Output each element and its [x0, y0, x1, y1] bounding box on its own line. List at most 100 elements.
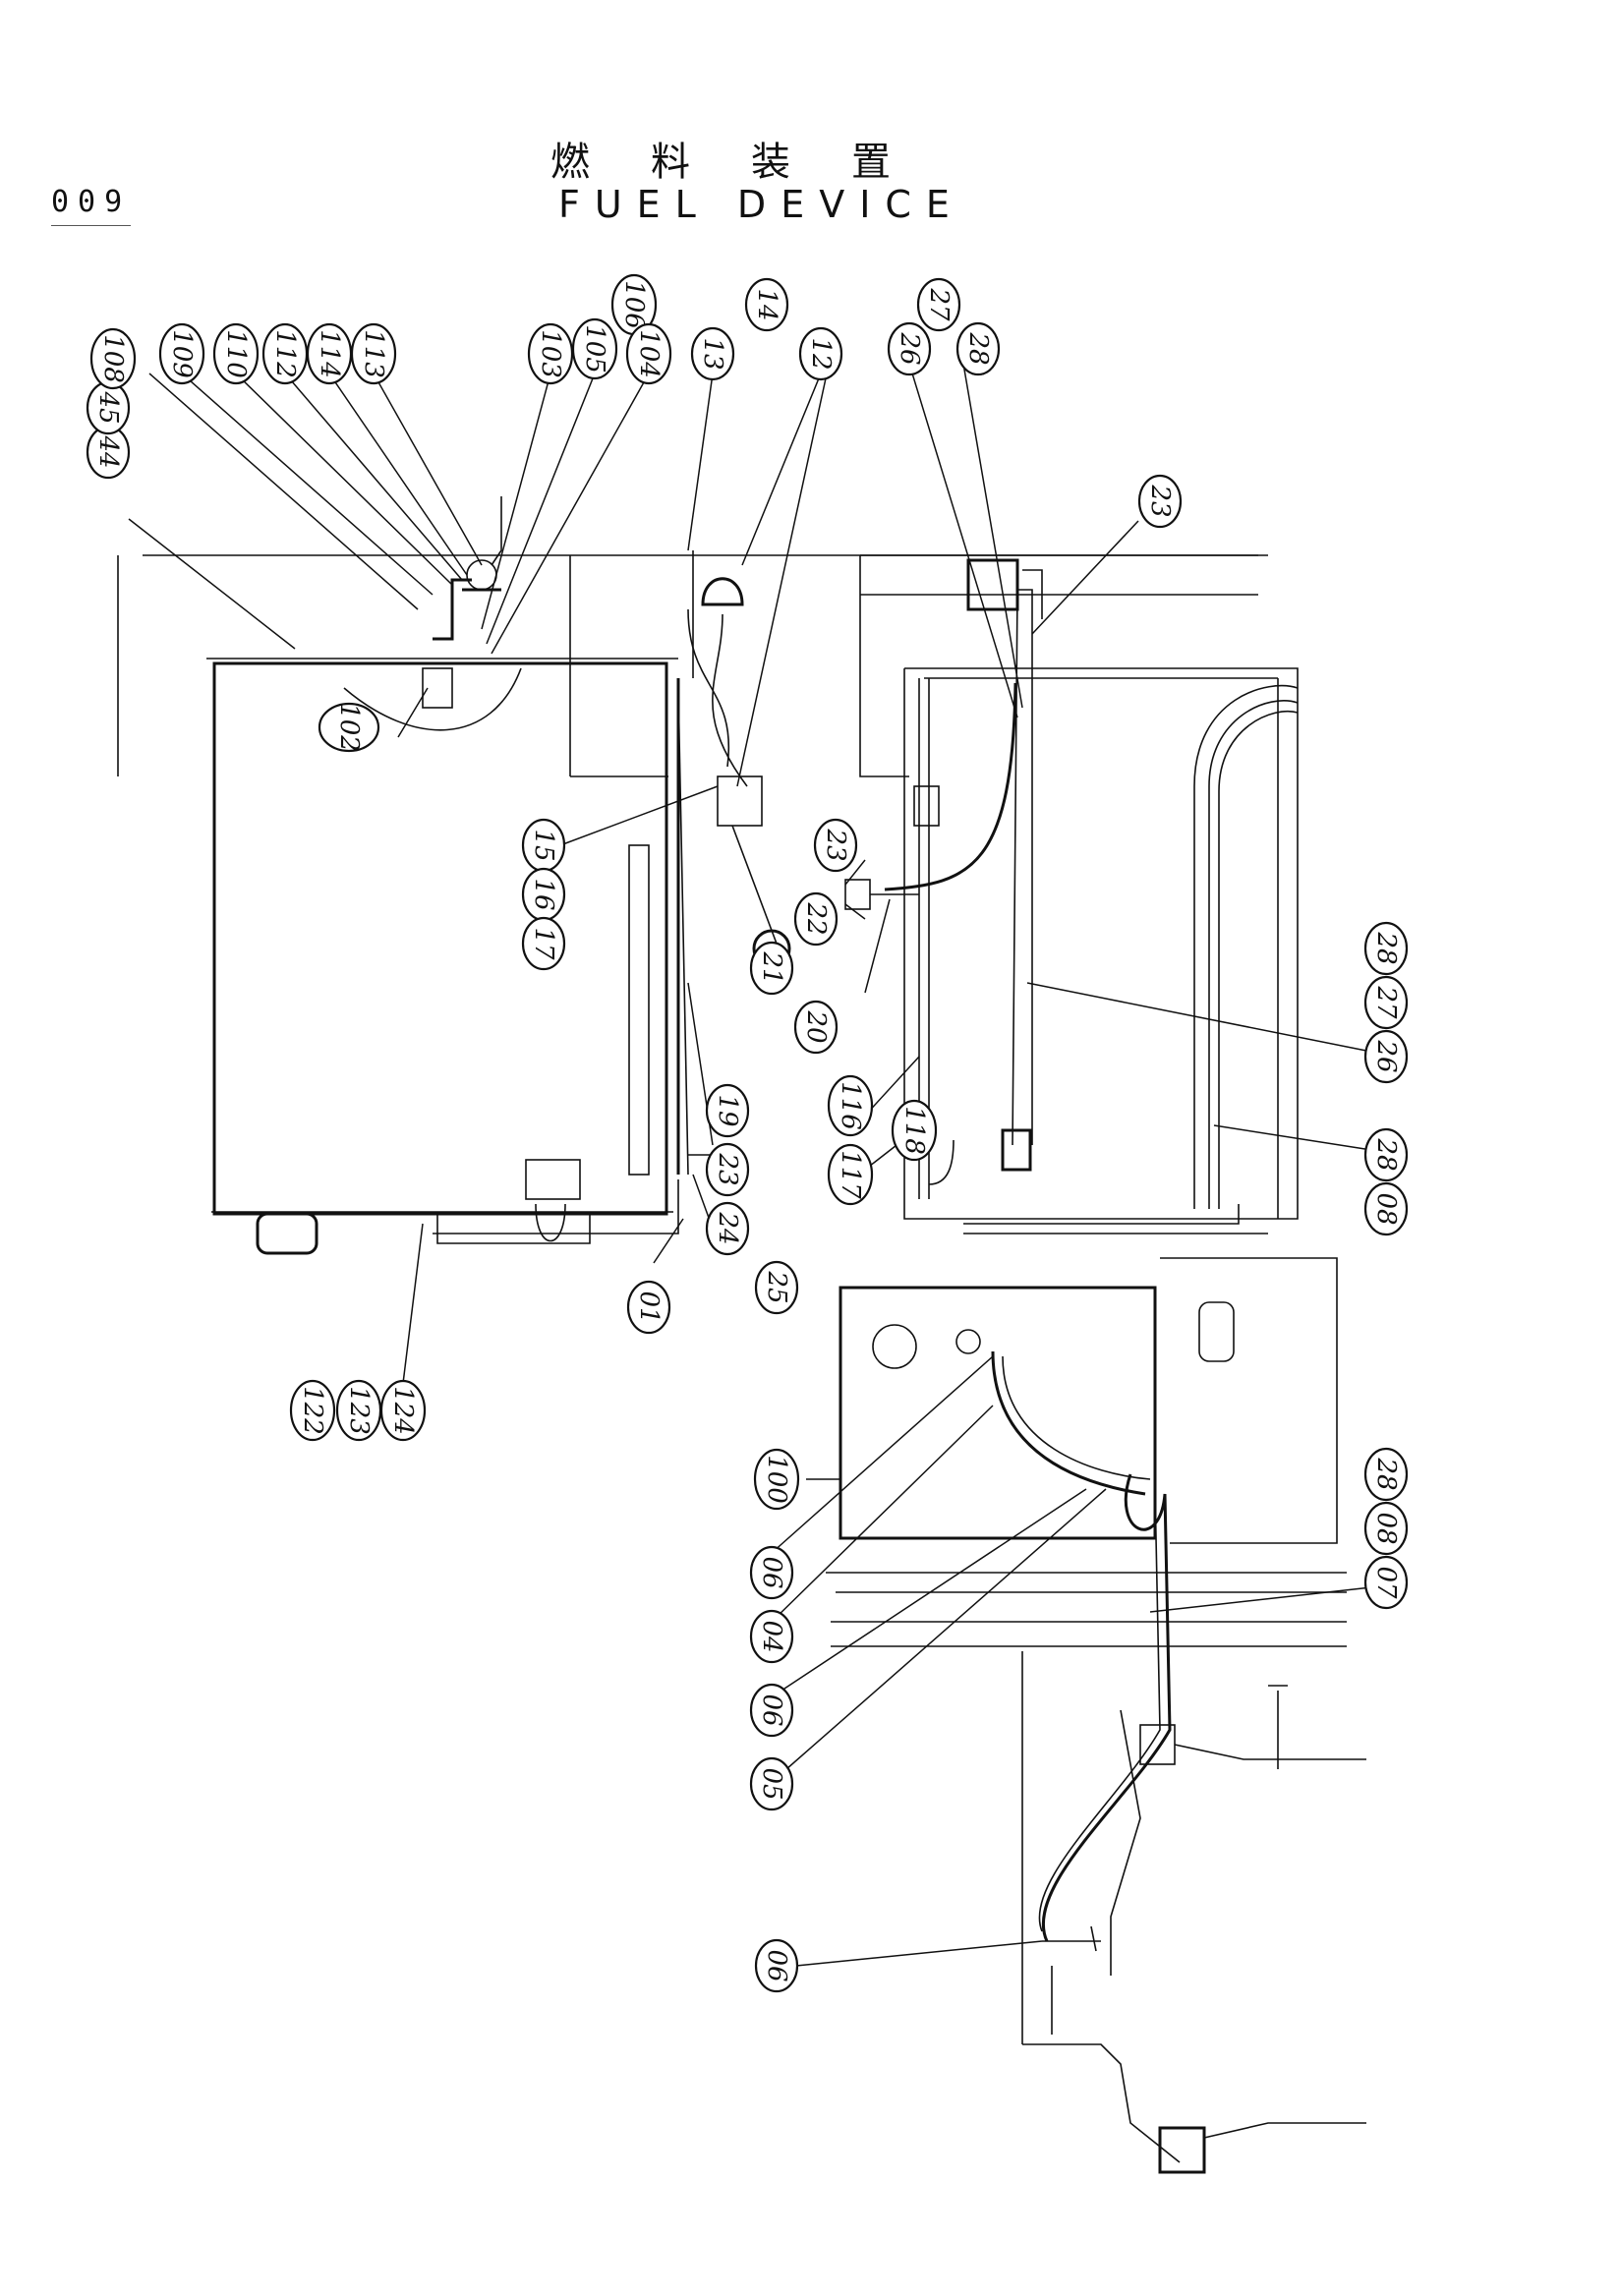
- callout-14: 14: [744, 277, 789, 332]
- svg-text:45: 45: [93, 390, 123, 424]
- callout-122: 122: [289, 1379, 336, 1442]
- callout-23-low: 23: [705, 1142, 750, 1197]
- svg-text:25: 25: [762, 1270, 791, 1303]
- callout-102: 102: [318, 702, 380, 753]
- callout-leaders: [128, 363, 1372, 1967]
- callout-27-top: 27: [916, 277, 961, 332]
- callout-45: 45: [86, 380, 131, 435]
- svg-text:28: 28: [1371, 931, 1401, 964]
- callout-117: 117: [827, 1143, 874, 1206]
- callout-17: 17: [521, 916, 566, 971]
- svg-text:08: 08: [1371, 1192, 1401, 1225]
- svg-text:102: 102: [334, 703, 364, 752]
- callout-04: 04: [749, 1609, 794, 1664]
- callout-124: 124: [379, 1379, 427, 1442]
- drawing-lines: [117, 496, 1366, 2174]
- callout-06-a: 06: [749, 1545, 794, 1600]
- callout-123: 123: [335, 1379, 382, 1442]
- svg-text:14: 14: [752, 288, 781, 320]
- svg-text:114: 114: [315, 329, 344, 378]
- callout-27-right: 27: [1363, 975, 1409, 1030]
- svg-text:23: 23: [713, 1152, 742, 1185]
- callout-103: 103: [527, 322, 574, 385]
- svg-text:04: 04: [757, 1620, 786, 1652]
- svg-text:112: 112: [270, 329, 300, 378]
- page-number: 009: [51, 185, 132, 226]
- callout-16: 16: [521, 867, 566, 922]
- svg-text:123: 123: [344, 1386, 374, 1435]
- svg-text:22: 22: [801, 901, 831, 935]
- svg-text:117: 117: [836, 1150, 865, 1199]
- svg-text:21: 21: [757, 950, 786, 984]
- callout-23-top: 23: [1137, 474, 1183, 529]
- svg-text:08: 08: [1371, 1512, 1401, 1544]
- svg-text:118: 118: [899, 1106, 929, 1155]
- page-title-japanese: 燃料装置: [550, 140, 952, 185]
- svg-text:28: 28: [963, 331, 993, 365]
- svg-text:23: 23: [1145, 484, 1175, 517]
- svg-text:06: 06: [762, 1949, 791, 1981]
- callout-28-right-low: 28: [1363, 1127, 1409, 1182]
- svg-text:24: 24: [713, 1211, 742, 1244]
- svg-text:26: 26: [1371, 1039, 1401, 1072]
- svg-text:16: 16: [529, 878, 558, 910]
- svg-text:106: 106: [619, 280, 649, 329]
- callout-13: 13: [690, 326, 735, 381]
- svg-text:06: 06: [757, 1556, 786, 1588]
- callout-01: 01: [626, 1280, 671, 1335]
- svg-text:108: 108: [98, 334, 128, 383]
- svg-text:17: 17: [529, 927, 558, 960]
- callout-104: 104: [625, 322, 672, 385]
- svg-text:27: 27: [1371, 985, 1401, 1019]
- svg-text:13: 13: [698, 337, 727, 370]
- callout-25: 25: [754, 1260, 799, 1315]
- callout-28-top: 28: [955, 321, 1001, 376]
- callout-108: 108: [89, 327, 137, 390]
- callout-22: 22: [793, 891, 839, 947]
- svg-text:23: 23: [821, 828, 850, 861]
- callout-26-top: 26: [887, 321, 932, 376]
- svg-text:100: 100: [762, 1455, 791, 1504]
- svg-text:116: 116: [836, 1081, 865, 1130]
- callout-28-lower: 28: [1363, 1447, 1409, 1502]
- callout-20: 20: [793, 1000, 839, 1055]
- callout-15: 15: [521, 818, 566, 873]
- svg-text:28: 28: [1371, 1137, 1401, 1171]
- svg-text:113: 113: [359, 329, 388, 378]
- callout-05: 05: [749, 1756, 794, 1811]
- callout-08-lower: 08: [1363, 1501, 1409, 1556]
- callout-113: 113: [350, 322, 397, 385]
- callout-21: 21: [749, 941, 794, 996]
- svg-text:28: 28: [1371, 1457, 1401, 1490]
- callout-116: 116: [827, 1074, 874, 1137]
- callout-06-b: 06: [749, 1683, 794, 1738]
- callout-110: 110: [212, 322, 260, 385]
- callout-07: 07: [1363, 1555, 1409, 1610]
- svg-text:122: 122: [298, 1386, 327, 1435]
- callout-26-right: 26: [1363, 1029, 1409, 1084]
- callout-12: 12: [798, 326, 843, 381]
- svg-text:05: 05: [757, 1767, 786, 1800]
- callout-08-right: 08: [1363, 1181, 1409, 1236]
- page-title: FUEL DEVICE: [558, 183, 964, 226]
- svg-text:104: 104: [634, 329, 664, 378]
- svg-text:44: 44: [93, 434, 123, 468]
- svg-text:103: 103: [536, 329, 565, 378]
- svg-text:12: 12: [806, 337, 836, 370]
- callout-bubbles: 44 45 108 109 110 112 114 113 103 105 10…: [86, 273, 1409, 1993]
- callout-23-mid: 23: [813, 818, 858, 873]
- callout-105: 105: [571, 317, 618, 380]
- svg-text:15: 15: [529, 829, 558, 861]
- callout-24: 24: [705, 1201, 750, 1256]
- callout-100: 100: [753, 1448, 800, 1511]
- svg-text:07: 07: [1371, 1566, 1401, 1599]
- svg-text:20: 20: [801, 1009, 831, 1043]
- callout-06-c: 06: [754, 1938, 799, 1993]
- svg-text:19: 19: [713, 1094, 742, 1126]
- callout-118: 118: [891, 1099, 938, 1162]
- svg-text:110: 110: [221, 329, 251, 378]
- callout-19: 19: [705, 1083, 750, 1138]
- svg-text:124: 124: [388, 1386, 418, 1435]
- callout-109: 109: [158, 322, 205, 385]
